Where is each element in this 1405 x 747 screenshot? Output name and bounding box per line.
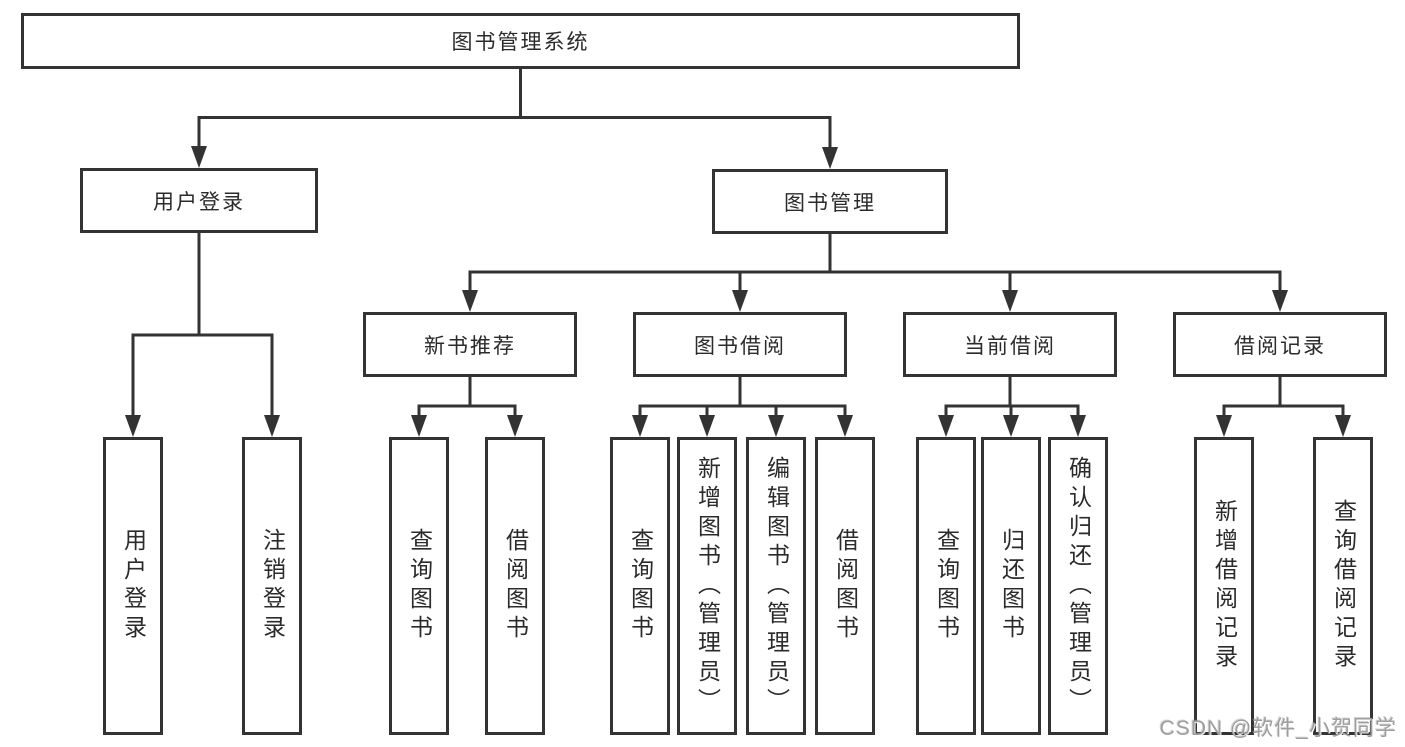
node-label: 新增借阅记录 xyxy=(1211,499,1238,673)
node-new-book-recommend: 新书推荐 xyxy=(363,312,577,377)
node-label: 查询图书 xyxy=(627,528,654,644)
node-label: 借阅图书 xyxy=(832,528,859,644)
node-label: 查询借阅记录 xyxy=(1330,499,1357,673)
node-label: 归还图书 xyxy=(998,528,1025,644)
node-label: 用户登录 xyxy=(153,190,245,214)
leaf-logout: 注销登录 xyxy=(242,437,302,735)
node-user-login: 用户登录 xyxy=(80,168,318,233)
leaf-edit-books-admin: 编辑图书（管理员） xyxy=(746,437,806,735)
node-label: 借阅图书 xyxy=(502,528,529,644)
leaf-add-books-admin: 新增图书（管理员） xyxy=(677,437,737,735)
leaf-borrow-books: 借阅图书 xyxy=(815,437,875,735)
node-label: 新书推荐 xyxy=(424,334,516,358)
node-label: 图书管理 xyxy=(784,191,876,215)
leaf-user-login: 用户登录 xyxy=(103,437,163,735)
leaf-query-borrow-record: 查询借阅记录 xyxy=(1313,437,1373,735)
node-label: 确认归还（管理员） xyxy=(1065,455,1092,717)
node-label: 编辑图书（管理员） xyxy=(763,455,790,717)
node-label: 图书借阅 xyxy=(694,334,786,358)
node-current-borrowing: 当前借阅 xyxy=(903,312,1117,377)
node-book-management: 图书管理 xyxy=(712,169,948,234)
leaf-borrow-books: 借阅图书 xyxy=(485,437,545,735)
leaf-add-borrow-record: 新增借阅记录 xyxy=(1194,437,1254,735)
node-label: 新增图书（管理员） xyxy=(694,455,721,717)
node-label: 注销登录 xyxy=(259,528,286,644)
node-label: 图书管理系统 xyxy=(451,31,590,54)
leaf-confirm-return-admin: 确认归还（管理员） xyxy=(1048,437,1108,735)
leaf-return-books: 归还图书 xyxy=(981,437,1041,735)
node-book-borrowing: 图书借阅 xyxy=(633,312,847,377)
csdn-watermark: CSDN @软件_小贺同学 xyxy=(1159,717,1397,740)
leaf-query-books: 查询图书 xyxy=(610,437,670,735)
leaf-query-books: 查询图书 xyxy=(916,437,976,735)
node-root: 图书管理系统 xyxy=(21,13,1020,69)
node-label: 借阅记录 xyxy=(1234,334,1326,358)
node-label: 查询图书 xyxy=(933,528,960,644)
node-borrow-records: 借阅记录 xyxy=(1173,312,1387,377)
leaf-query-books: 查询图书 xyxy=(389,437,449,735)
node-label: 查询图书 xyxy=(406,528,433,644)
node-label: 用户登录 xyxy=(120,528,147,644)
node-label: 当前借阅 xyxy=(964,334,1056,358)
